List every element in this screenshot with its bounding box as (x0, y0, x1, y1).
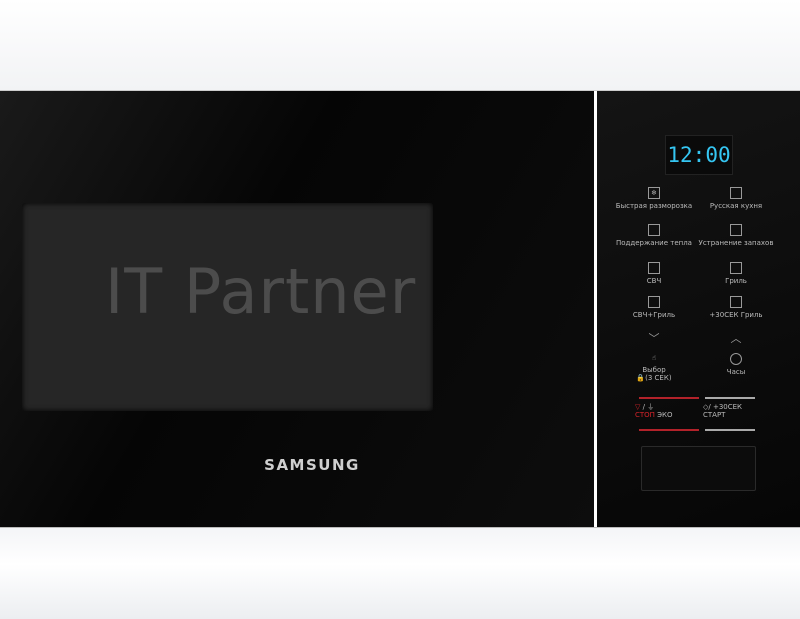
button-keep-warm[interactable]: Поддержание тепла (609, 224, 699, 247)
hand-icon: ☝ (651, 354, 657, 362)
deodorize-icon (730, 224, 742, 236)
button-clock[interactable]: ︿Часы (691, 332, 781, 376)
grill-icon (730, 262, 742, 274)
button-grill-30[interactable]: +30СЕК Гриль (691, 296, 781, 319)
oven-door[interactable]: SAMSUNG (0, 91, 594, 527)
button-microwave[interactable]: СВЧ (609, 262, 699, 285)
button-select[interactable]: ﹀☝Выбор🔒(3 СЕК) (609, 332, 699, 382)
watermark: IT Partner (105, 255, 417, 328)
button-grill[interactable]: Гриль (691, 262, 781, 285)
door-open-button[interactable] (641, 446, 756, 491)
button-combo[interactable]: СВЧ+Гриль (609, 296, 699, 319)
brand-logo: SAMSUNG (264, 456, 360, 474)
clock-icon (730, 353, 742, 365)
button-deodorize[interactable]: Устранение запахов (691, 224, 781, 247)
pot-icon (730, 187, 742, 199)
start-icon: ◇ (703, 403, 709, 411)
button-stop-eco[interactable]: ▽ / ⏚СТОП ЭКО (635, 403, 673, 419)
control-panel: 12:00 ❄Быстрая разморозка Русская кухня … (597, 91, 800, 527)
door-window (22, 203, 433, 411)
grill-30-icon (730, 296, 742, 308)
divider (705, 397, 755, 399)
divider (705, 429, 755, 431)
microwave-icon (648, 262, 660, 274)
button-defrost[interactable]: ❄Быстрая разморозка (615, 187, 693, 210)
chevron-up-icon: ︿ (730, 332, 742, 345)
button-russian-cuisine[interactable]: Русская кухня (691, 187, 781, 210)
stop-icon: ▽ (635, 403, 641, 411)
time-display: 12:00 (665, 135, 733, 175)
chevron-down-icon: ﹀ (648, 332, 660, 345)
keep-warm-icon (648, 224, 660, 236)
top-frame (0, 0, 800, 91)
plug-icon: ⏚ (647, 403, 655, 411)
divider (639, 397, 699, 399)
divider (639, 429, 699, 431)
combo-icon (648, 296, 660, 308)
bottom-frame (0, 527, 800, 619)
defrost-icon: ❄ (648, 187, 660, 199)
